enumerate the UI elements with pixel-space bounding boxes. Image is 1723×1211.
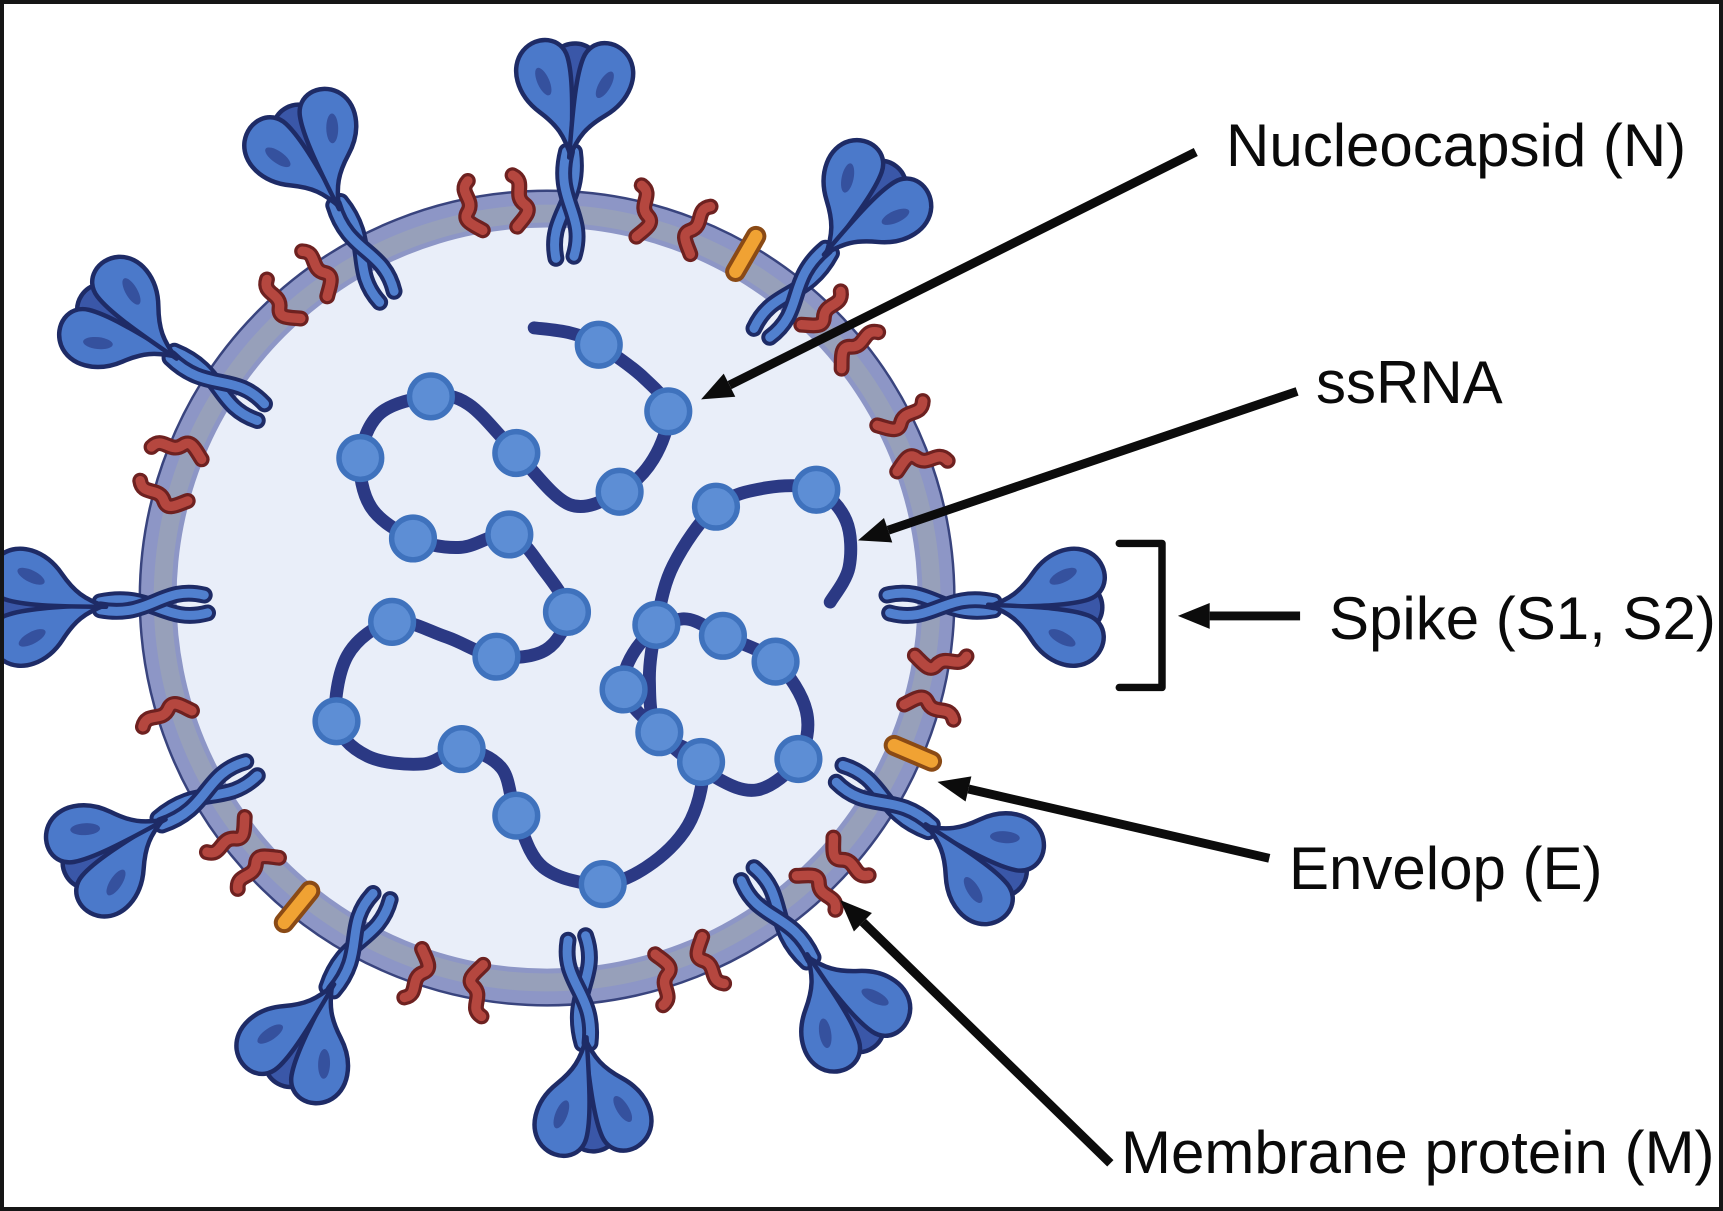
nucleocapsid-bead: [691, 482, 741, 531]
nucleocapsid-bead: [312, 697, 361, 746]
membrane-protein: [396, 941, 437, 1006]
membrane-protein: [833, 323, 887, 377]
nucleocapsid-bead: [406, 372, 455, 421]
membrane-protein: [504, 167, 536, 235]
membrane-arrow: [840, 900, 1114, 1167]
nucleocapsid-bead: [599, 665, 648, 714]
spike-protein: [878, 546, 1107, 668]
nucleocapsid-bead: [472, 632, 521, 681]
nucleocapsid-bead: [644, 387, 693, 436]
label-envelop: Envelop (E): [1289, 834, 1603, 902]
nucleocapsid-bead: [336, 433, 385, 483]
spike-protein: [43, 753, 266, 919]
nucleocapsid-arrow: [701, 148, 1198, 400]
label-membrane: Membrane protein (M): [1121, 1118, 1715, 1186]
nucleocapsid-bead: [485, 510, 534, 559]
membrane-protein: [677, 198, 719, 263]
membrane-protein: [647, 946, 678, 1014]
nucleocapsid-bead: [792, 465, 841, 514]
nucleocapsid-bead: [676, 737, 726, 787]
spike-protein: [745, 137, 934, 346]
nucleocapsid-bead: [368, 597, 417, 646]
membrane-protein: [869, 393, 931, 438]
nucleocapsid-bead: [698, 611, 748, 660]
spike-bracket: [1115, 539, 1166, 692]
spike-protein: [532, 927, 654, 1159]
nucleocapsid-beads: [312, 320, 841, 909]
spike-protein: [234, 885, 399, 1106]
membrane-protein: [462, 956, 492, 1025]
spike-protein: [57, 254, 273, 429]
nucleocapsid-bead: [632, 600, 681, 649]
membrane-protein: [896, 689, 962, 728]
spike-protein: [242, 86, 403, 311]
spike-protein: [513, 37, 636, 267]
membrane-protein: [132, 472, 196, 515]
membrane-protein: [294, 243, 339, 305]
membrane-protein: [628, 177, 659, 245]
envelope-protein: [883, 734, 943, 772]
membrane-protein: [689, 928, 733, 992]
envelop-arrow: [937, 776, 1271, 863]
membrane-protein: [825, 829, 877, 884]
membrane-protein: [258, 271, 309, 327]
nucleocapsid-bead: [635, 708, 684, 757]
nucleocapsid-bead: [542, 587, 592, 637]
membrane-protein: [793, 283, 849, 334]
membrane-protein: [906, 647, 975, 676]
nucleocapsid-bead: [437, 724, 486, 774]
nucleocapsid-bead: [774, 734, 823, 784]
ssrna-arrow: [858, 387, 1299, 543]
membrane-protein: [229, 848, 287, 897]
spike-protein: [4, 546, 217, 668]
spike-protein: [732, 859, 913, 1074]
nucleocapsid-bead: [388, 514, 438, 563]
membrane-protein: [143, 435, 210, 468]
nucleocapsid-bead: [492, 791, 541, 840]
nucleocapsid-bead: [595, 467, 644, 516]
nucleocapsid-bead: [492, 428, 541, 478]
label-spike: Spike (S1, S2): [1329, 584, 1716, 652]
membrane-protein: [134, 696, 200, 735]
nucleocapsid-bead: [578, 860, 627, 909]
envelope-protein: [725, 225, 767, 282]
nucleocapsid-bead: [574, 320, 623, 369]
virus-diagram: [4, 37, 1301, 1167]
nucleocapsid-bead: [751, 637, 800, 686]
membrane-protein: [456, 172, 491, 239]
membrane-protein: [788, 867, 844, 918]
label-ssrna: ssRNA: [1316, 348, 1503, 416]
spike-protein: [827, 756, 1047, 927]
spike-arrow: [1177, 603, 1301, 629]
membrane-protein: [198, 809, 253, 861]
membrane-protein: [889, 448, 956, 480]
envelope-protein: [273, 880, 321, 934]
label-nucleocapsid: Nucleocapsid (N): [1226, 111, 1687, 179]
